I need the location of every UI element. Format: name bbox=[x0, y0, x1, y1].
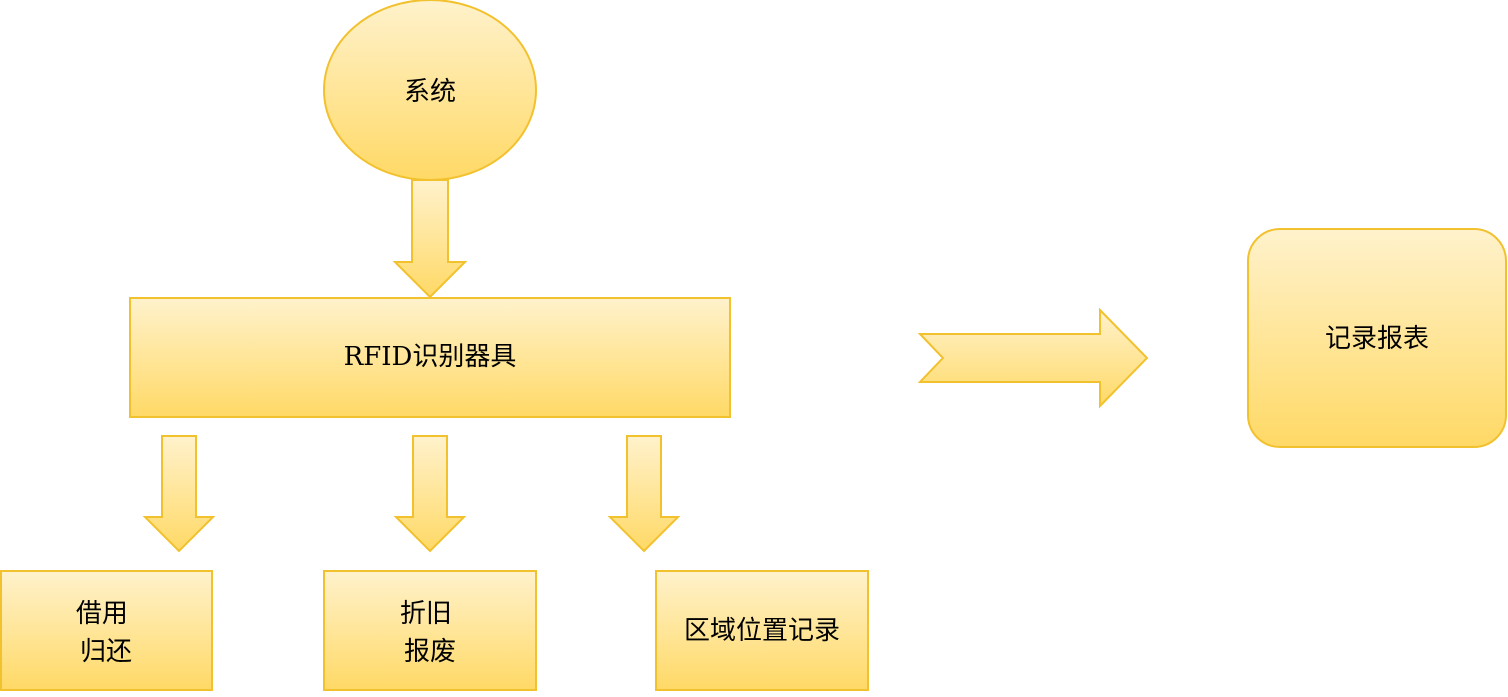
node-borrow-return-box bbox=[0, 570, 213, 691]
arrow-system-to-rfid bbox=[392, 179, 468, 299]
arrow-rfid-to-borrow-return bbox=[142, 435, 216, 553]
arrow-rfid-to-depreciation-scrap bbox=[393, 435, 467, 553]
node-system-ellipse bbox=[323, 0, 537, 181]
arrow-rfid-to-report bbox=[917, 307, 1149, 409]
arrow-rfid-to-area-location bbox=[607, 435, 681, 553]
node-depreciation-scrap-line-2: 报废 bbox=[404, 637, 456, 667]
node-depreciation-scrap-line-1: 折旧 bbox=[400, 599, 452, 629]
node-report-box bbox=[1247, 228, 1507, 448]
node-depreciation-scrap-label: 折旧 报废 bbox=[400, 599, 460, 667]
node-rfid-label: RFID识别器具 bbox=[344, 342, 517, 372]
node-area-location-box bbox=[655, 570, 869, 691]
node-rfid-box bbox=[129, 297, 731, 418]
node-borrow-return-line-2: 归还 bbox=[80, 637, 132, 667]
node-borrow-return-label: 借用 归还 bbox=[76, 599, 136, 667]
node-system-label: 系统 bbox=[404, 77, 456, 107]
node-depreciation-scrap-box bbox=[323, 570, 537, 691]
node-borrow-return-line-1: 借用 bbox=[76, 599, 128, 629]
node-report-label: 记录报表 bbox=[1325, 324, 1429, 354]
node-area-location-label: 区域位置记录 bbox=[684, 616, 840, 646]
